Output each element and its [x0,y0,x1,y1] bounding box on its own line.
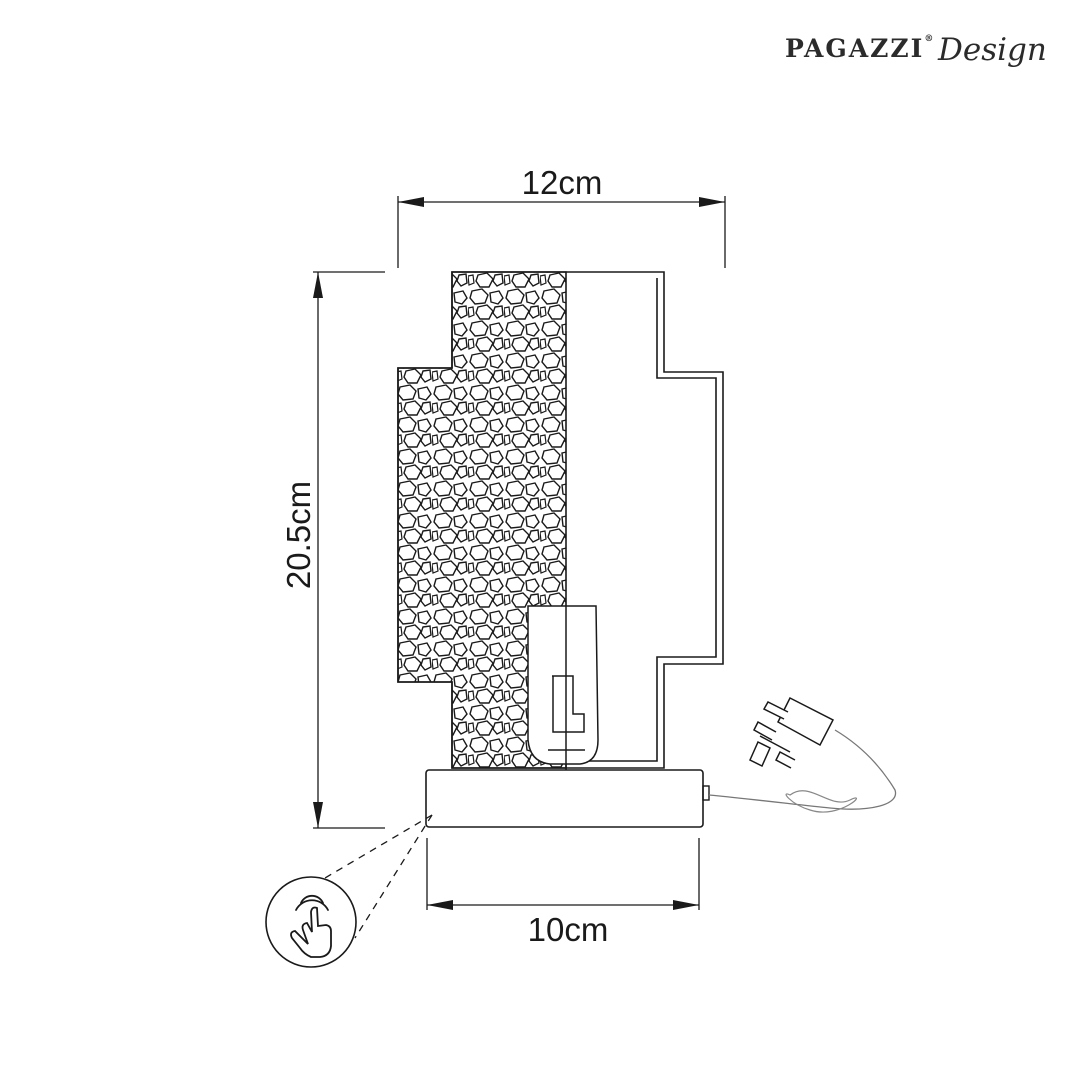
touch-callout-lines [324,814,433,939]
dimension-width-base [426,838,700,910]
label-width-top: 12cm [522,164,603,201]
cable-tie [785,790,858,813]
shade-section-wall [566,278,717,762]
brand-script: Design [938,32,1047,68]
cable-exit [702,785,710,801]
brand-name: PAGAZZI® [785,34,934,63]
brand-trademark: ® [924,34,934,44]
lamp-base [425,769,704,828]
dimension-width-top [397,196,726,268]
bulb-socket [527,605,599,790]
power-cable [708,729,897,810]
label-width-base: 10cm [528,911,609,948]
shade-texture [397,271,567,769]
label-height: 20.5cm [280,481,317,589]
touch-switch-icon [265,876,357,968]
uk-plug-icon [749,696,835,769]
dimension-height [313,271,385,829]
